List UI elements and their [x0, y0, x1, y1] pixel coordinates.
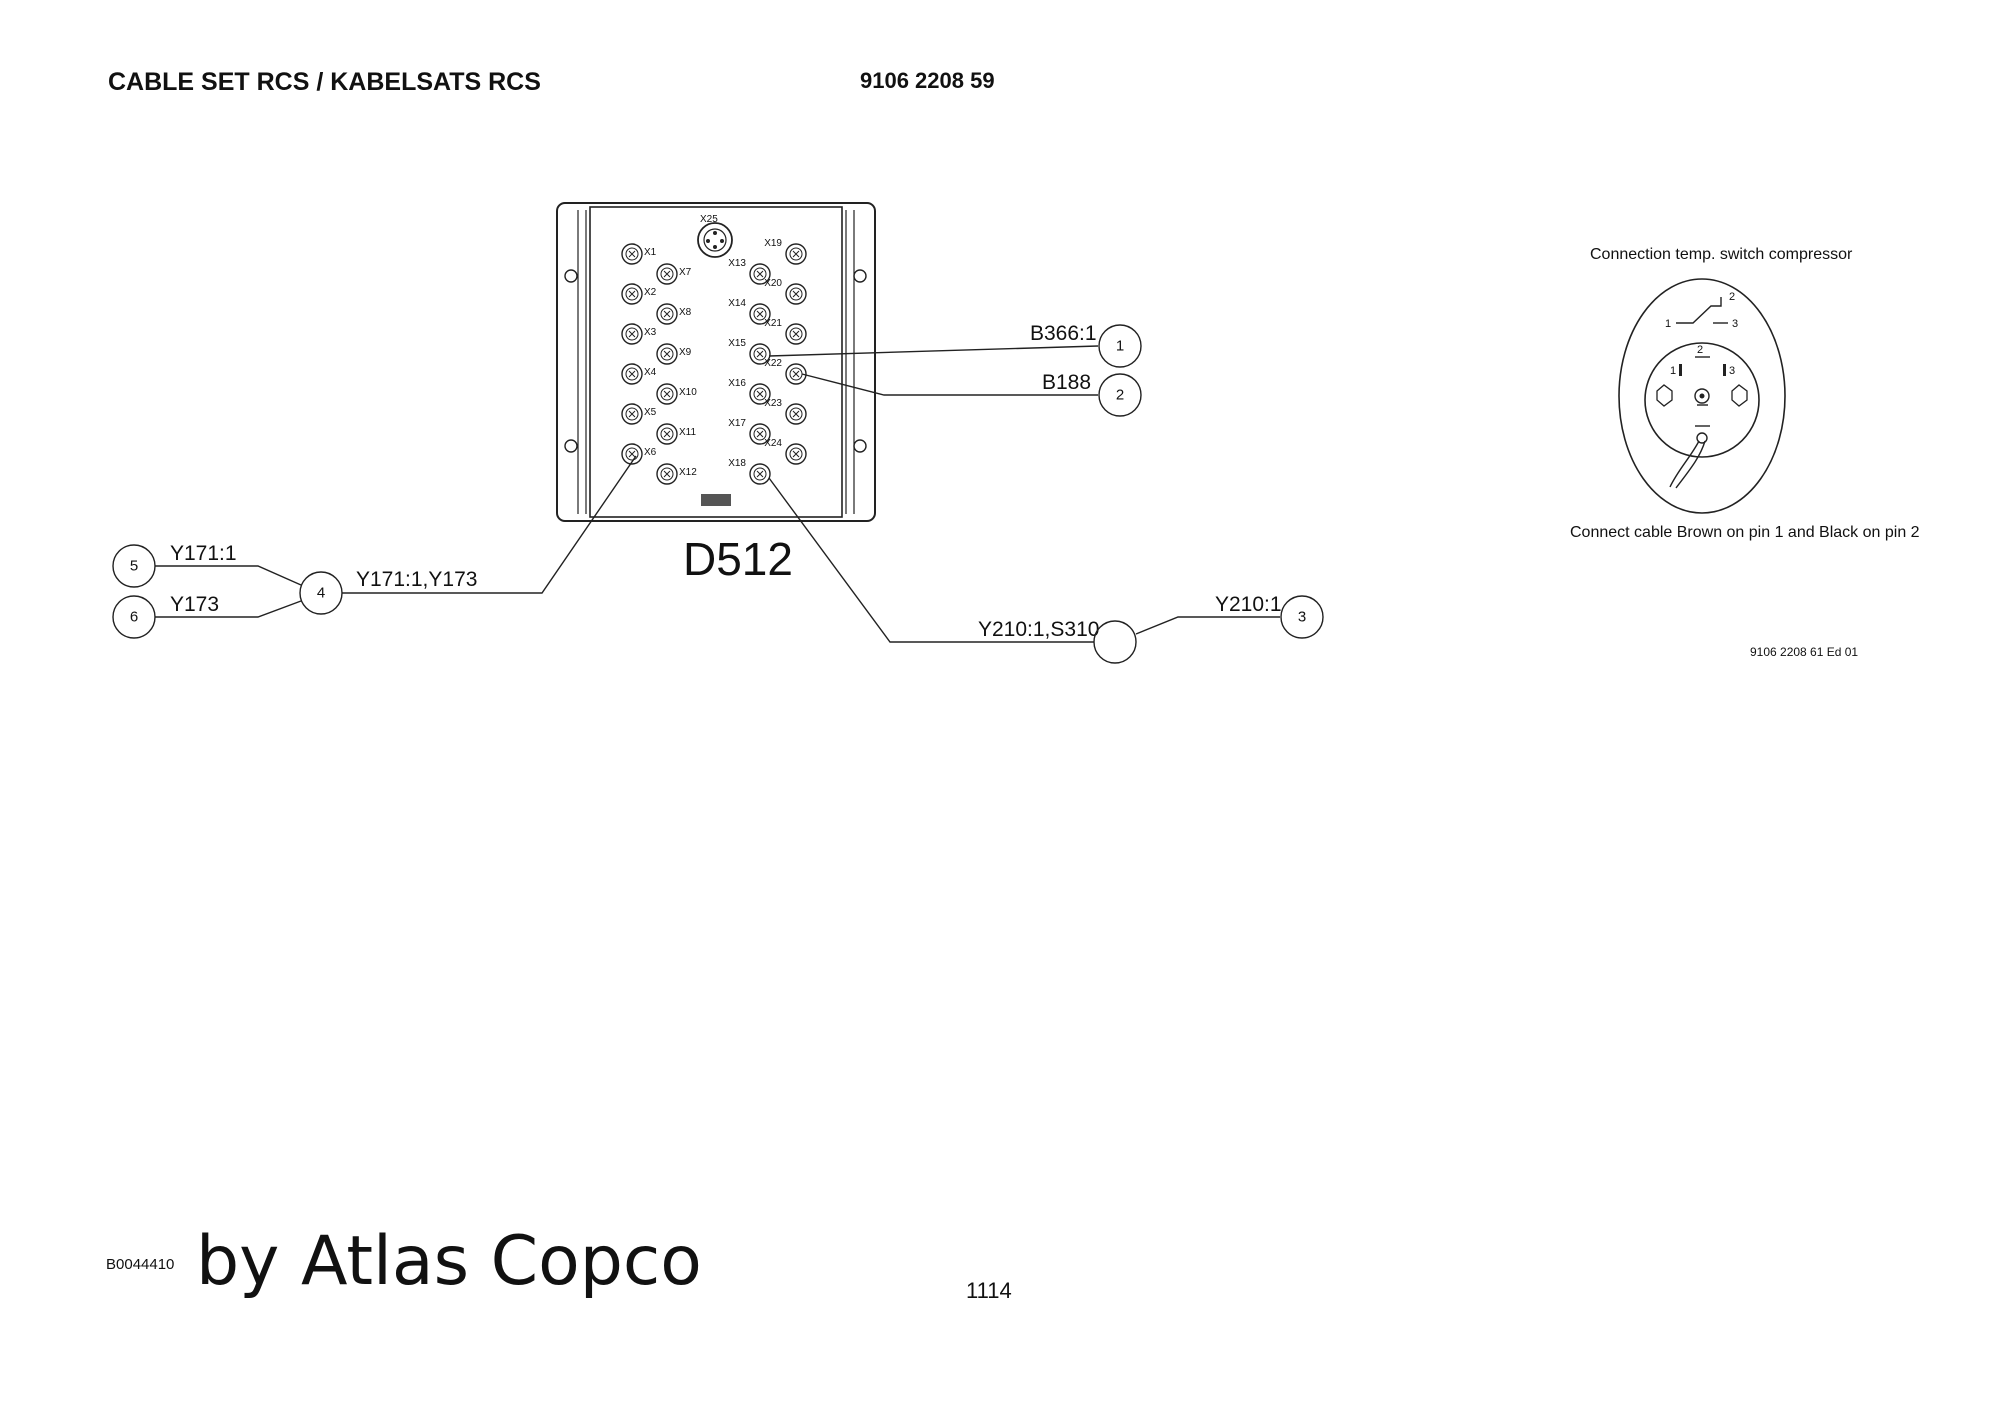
plug-pin-2: 2	[1697, 344, 1703, 356]
port-label: X6	[644, 447, 657, 458]
page-number: 1114	[966, 1278, 1012, 1303]
port-x22: X22	[764, 358, 807, 385]
part-number: 9106 2208 59	[860, 68, 995, 93]
port-x15: X15	[728, 338, 771, 365]
port-x16: X16	[728, 378, 771, 405]
port-x17: X17	[728, 418, 771, 445]
port-label: X3	[644, 327, 657, 338]
port-label: X18	[728, 458, 746, 469]
mounting-hole	[564, 269, 578, 283]
y171y173-label: Y171:1,Y173	[356, 568, 477, 591]
port-x14: X14	[728, 298, 771, 325]
atlas-logo-mark	[701, 494, 731, 506]
connection-y171-y173: Y171:1,Y173 4 Y171:1 Y173 5 6	[112, 455, 637, 639]
b366-label: B366:1	[1030, 322, 1097, 345]
port-label: X4	[644, 367, 657, 378]
symbol-pin-1: 1	[1665, 318, 1671, 330]
temp-switch-detail: Connection temp. switch compressor 1 2 3…	[1570, 246, 1920, 659]
port-label: X5	[644, 407, 657, 418]
port-x20: X20	[764, 278, 807, 305]
detail-title: Connection temp. switch compressor	[1590, 246, 1853, 263]
port-label: X14	[728, 298, 746, 309]
y171-label: Y171:1	[170, 542, 237, 565]
port-x6: X6	[621, 443, 657, 465]
port-label: X17	[728, 418, 746, 429]
port-x5: X5	[621, 403, 657, 425]
b188-label: B188	[1042, 371, 1091, 394]
y173-label: Y173	[170, 593, 219, 616]
port-x11: X11	[656, 423, 696, 445]
port-label: X19	[764, 238, 782, 249]
connection-b188: B188 2	[801, 371, 1142, 417]
port-label: X11	[679, 427, 696, 438]
plug-pin-1: 1	[1670, 365, 1676, 377]
footer-code: B0044410	[106, 1256, 175, 1273]
x25-connector	[697, 222, 733, 258]
detail-ref: 9106 2208 61 Ed 01	[1750, 645, 1858, 659]
port-label: X21	[764, 318, 782, 329]
connection-y210-s310: Y210:1,S310 Y210:1 3	[768, 477, 1324, 664]
port-x10: X10	[656, 383, 697, 405]
port-x1: X1	[621, 243, 657, 265]
port-label: X20	[764, 278, 782, 289]
port-x18: X18	[728, 458, 771, 485]
port-label: X8	[679, 307, 692, 318]
symbol-pin-3: 3	[1732, 318, 1738, 330]
port-x23: X23	[764, 398, 807, 425]
bubble-5: 5	[130, 558, 138, 575]
port-x2: X2	[621, 283, 657, 305]
port-label: X13	[728, 258, 746, 269]
mounting-hole	[853, 269, 867, 283]
port-label: X23	[764, 398, 782, 409]
port-x12: X12	[656, 463, 697, 485]
port-label: X16	[728, 378, 746, 389]
port-label: X1	[644, 247, 657, 258]
port-label: X15	[728, 338, 746, 349]
port-x19: X19	[764, 238, 807, 265]
document-title: CABLE SET RCS / KABELSATS RCS	[108, 68, 541, 96]
port-label: X7	[679, 267, 692, 278]
port-label: X22	[764, 358, 782, 369]
detail-note: Connect cable Brown on pin 1 and Black o…	[1570, 524, 1920, 541]
port-x9: X9	[656, 343, 692, 365]
port-x4: X4	[621, 363, 657, 385]
bubble-4: 4	[317, 585, 325, 602]
port-label: X24	[764, 438, 782, 449]
port-x3: X3	[621, 323, 657, 345]
port-label: X9	[679, 347, 692, 358]
mounting-hole	[564, 439, 578, 453]
connection-b366: B366:1 1	[768, 322, 1142, 368]
port-x7: X7	[656, 263, 692, 285]
y210s310-label: Y210:1,S310	[978, 618, 1099, 641]
bubble-1: 1	[1116, 338, 1124, 355]
port-x13: X13	[728, 258, 771, 285]
module-name: D512	[683, 533, 793, 585]
port-x24: X24	[764, 438, 807, 465]
port-x8: X8	[656, 303, 692, 325]
port-x21: X21	[764, 318, 807, 345]
symbol-pin-2: 2	[1729, 291, 1735, 303]
plug-pin-3: 3	[1729, 365, 1735, 377]
footer-by-atlas-copco: by Atlas Copco	[196, 1222, 702, 1301]
port-label: X2	[644, 287, 657, 298]
bubble-3: 3	[1298, 609, 1306, 626]
port-label: X10	[679, 387, 697, 398]
port-label: X12	[679, 467, 697, 478]
y210-label: Y210:1	[1215, 593, 1282, 616]
x25-label: X25	[700, 214, 718, 225]
bubble-2: 2	[1116, 387, 1124, 404]
mounting-hole	[853, 439, 867, 453]
bubble-6: 6	[130, 609, 138, 626]
